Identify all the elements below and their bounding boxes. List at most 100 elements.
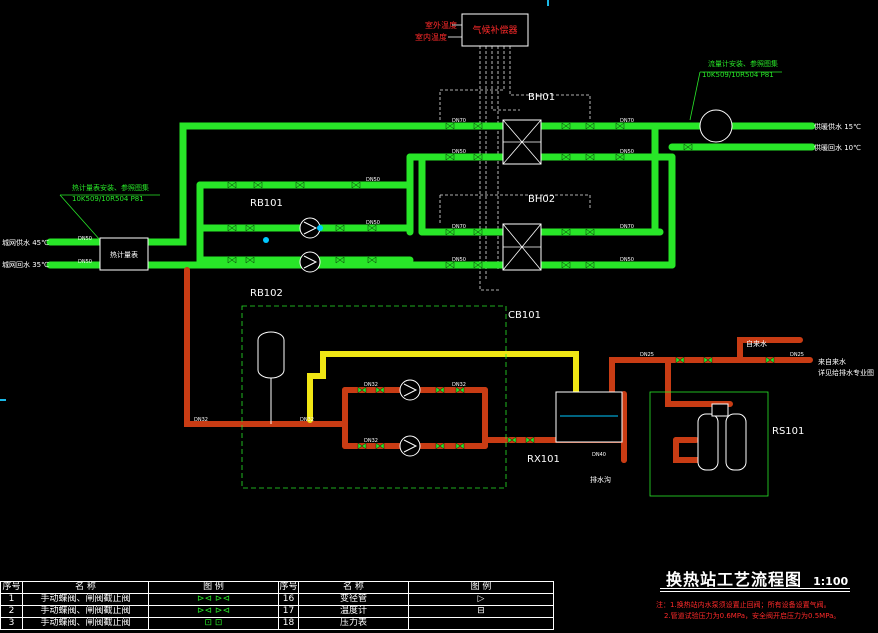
valve-icon — [675, 356, 685, 364]
pipe-size-label: DN40 — [592, 452, 606, 458]
legend-header-symbol: 图 例 — [148, 581, 279, 594]
valve-icon — [445, 228, 455, 236]
pipe-size-label: DN50 — [452, 257, 466, 263]
drawing-title-block: 换热站工艺流程图 1:100 — [666, 566, 848, 590]
heat-exchanger-bh01 — [502, 119, 542, 165]
table-row: 3 手动蝶阀、闸阀截止阀 ⊡ ⊡ 18 压力表 — [0, 617, 554, 630]
cb101-enclosure — [241, 305, 507, 489]
pipe-size-label: DN50 — [78, 259, 92, 265]
legend-cell: ⊳⊲ ⊳⊲ — [148, 605, 279, 618]
flowmeter-note-line2: 10K509/10R504 P81 — [702, 71, 774, 79]
rs101-enclosure — [649, 391, 769, 497]
legend-header-no: 序号 — [0, 581, 23, 594]
valve-icon — [245, 224, 255, 232]
legend-cell: 温度计 — [298, 605, 409, 618]
flowmeter-note-line1: 流量计安装、参照图集 — [708, 59, 778, 68]
tap-water-label: 自来水 — [746, 339, 767, 348]
valve-markers — [227, 122, 775, 450]
valve-icon — [227, 181, 237, 189]
pipe-size-label: DN50 — [620, 149, 634, 155]
valve-icon — [375, 442, 385, 450]
city-supply-label: 城网供水 45℃ — [2, 238, 49, 247]
water-tank-rx101 — [555, 391, 623, 443]
valve-icon — [615, 122, 625, 130]
flowmeter-symbol — [699, 109, 733, 143]
legend-cell: ⊟ — [408, 605, 554, 618]
valve-icon — [473, 122, 483, 130]
tap-water-note-2: 详见给排水专业图 — [818, 368, 874, 377]
valve-icon — [765, 356, 775, 364]
pipe-size-label: DN50 — [620, 257, 634, 263]
legend-table: 序号 名 称 图 例 序号 名 称 图 例 1 手动蝶阀、闸阀截止阀 ⊳⊲ ⊳⊲… — [0, 581, 554, 633]
legend-cell: 手动蝶阀、闸阀截止阀 — [22, 605, 149, 618]
valve-icon — [585, 228, 595, 236]
title-underline — [660, 588, 850, 592]
pipe-size-label: DN32 — [452, 382, 466, 388]
legend-cell: 3 — [0, 617, 23, 630]
drawing-notes: 注：1.换热站内水泵须设置止回阀；所有设备设置气阀。 2.管道试验压力为0.6M… — [656, 600, 876, 622]
heat-exchanger-bh02 — [502, 223, 542, 271]
cb101-label: CB101 — [508, 310, 541, 321]
pipe-size-label: DN32 — [194, 417, 208, 423]
valve-icon — [357, 386, 367, 394]
valve-icon — [473, 261, 483, 269]
softener-vessels — [697, 403, 747, 471]
legend-cell: 变径管 — [298, 593, 409, 606]
outdoor-temp-label: 室外温度 — [425, 20, 457, 30]
pipe-size-label: DN25 — [790, 352, 804, 358]
pipe-size-label: DN50 — [366, 220, 380, 226]
heating-return-label: 供暖回水 10℃ — [814, 143, 861, 152]
pipe-size-label: DN50 — [366, 177, 380, 183]
pipe-size-label: DN50 — [452, 149, 466, 155]
indoor-temp-label: 室内温度 — [415, 32, 447, 42]
legend-cell: 17 — [278, 605, 299, 618]
valve-icon — [445, 261, 455, 269]
climate-compensator-label: 气候补偿器 — [472, 24, 517, 36]
legend-cell: 手动蝶阀、闸阀截止阀 — [22, 617, 149, 630]
valve-icon — [561, 261, 571, 269]
legend-cell — [408, 617, 554, 630]
valve-icon — [295, 181, 305, 189]
heat-exchanger-bh01-label: BH01 — [528, 92, 555, 103]
valve-icon — [253, 181, 263, 189]
valve-icon — [585, 122, 595, 130]
pipe-size-label: DN70 — [620, 224, 634, 230]
valve-icon — [367, 256, 377, 264]
valve-icon — [351, 181, 361, 189]
legend-header-name: 名 称 — [22, 581, 149, 594]
drawing-scale: 1:100 — [813, 575, 849, 588]
legend-cell: 18 — [278, 617, 299, 630]
legend-cell: ▷ — [408, 593, 554, 606]
valve-icon — [473, 153, 483, 161]
valve-icon — [615, 153, 625, 161]
pipe-size-label: DN25 — [640, 352, 654, 358]
legend-cell: 2 — [0, 605, 23, 618]
heating-supply-label: 供暖供水 15℃ — [814, 122, 861, 131]
heat-meter-label: 热计量表 — [110, 250, 138, 259]
valve-icon — [525, 436, 535, 444]
valve-icon — [507, 436, 517, 444]
legend-cell: 1 — [0, 593, 23, 606]
drawing-title: 换热站工艺流程图 — [666, 570, 803, 589]
note-line-2: 2.管道试验压力为0.6MPa，安全阀开启压力为0.5MPa。 — [664, 612, 841, 620]
valve-icon — [561, 228, 571, 236]
valve-icon — [703, 356, 713, 364]
valve-icon — [561, 153, 571, 161]
city-return-label: 城网回水 35℃ — [2, 260, 49, 269]
legend-cell: ⊡ ⊡ — [148, 617, 279, 630]
legend-header-row: 序号 名 称 图 例 序号 名 称 图 例 — [0, 581, 554, 594]
valve-icon — [445, 153, 455, 161]
table-row: 2 手动蝶阀、闸阀截止阀 ⊳⊲ ⊳⊲ 17 温度计 ⊟ — [0, 605, 554, 618]
pipe-size-label: DN50 — [78, 236, 92, 242]
heat-exchanger-bh02-label: BH02 — [528, 194, 555, 205]
valve-icon — [227, 224, 237, 232]
valve-icon — [585, 261, 595, 269]
valve-icon — [435, 386, 445, 394]
drain-label: 排水沟 — [590, 475, 611, 484]
pipe-size-label: DN70 — [452, 118, 466, 124]
heat-meter-box — [99, 237, 149, 271]
valve-icon — [375, 386, 385, 394]
valve-icon — [473, 228, 483, 236]
